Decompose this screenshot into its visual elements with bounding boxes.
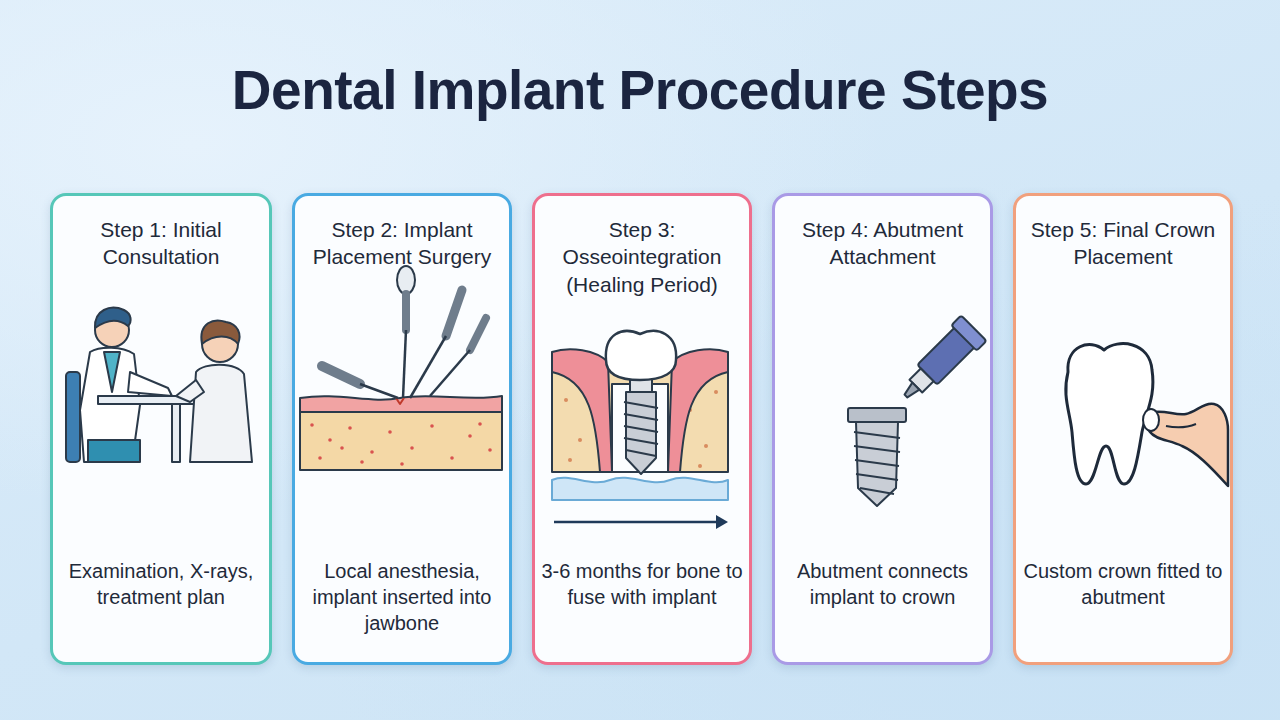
- step-card: Step 2: Implant Placement SurgeryLocal a…: [292, 193, 512, 665]
- step-heading: Step 4: Abutment Attachment: [783, 216, 982, 271]
- step-description: Custom crown fitted to abutment: [1022, 558, 1224, 610]
- step-card: Step 1: Initial ConsultationExamination,…: [50, 193, 272, 665]
- step-card: Step 4: Abutment AttachmentAbutment conn…: [772, 193, 993, 665]
- step-description: Examination, X-rays, treatment plan: [59, 558, 263, 610]
- step-description: 3-6 months for bone to fuse with implant: [541, 558, 743, 610]
- diagram-title: Dental Implant Procedure Steps: [0, 58, 1280, 122]
- step-heading: Step 5: Final Crown Placement: [1024, 216, 1222, 271]
- step-card: Step 3: Osseointegration (Healing Period…: [532, 193, 752, 665]
- step-description: Local anesthesia, implant inserted into …: [301, 558, 503, 636]
- step-heading: Step 2: Implant Placement Surgery: [303, 216, 501, 271]
- step-description: Abutment connects implant to crown: [781, 558, 984, 610]
- step-heading: Step 3: Osseointegration (Healing Period…: [543, 216, 741, 298]
- step-card: Step 5: Final Crown PlacementCustom crow…: [1013, 193, 1233, 665]
- step-heading: Step 1: Initial Consultation: [61, 216, 261, 271]
